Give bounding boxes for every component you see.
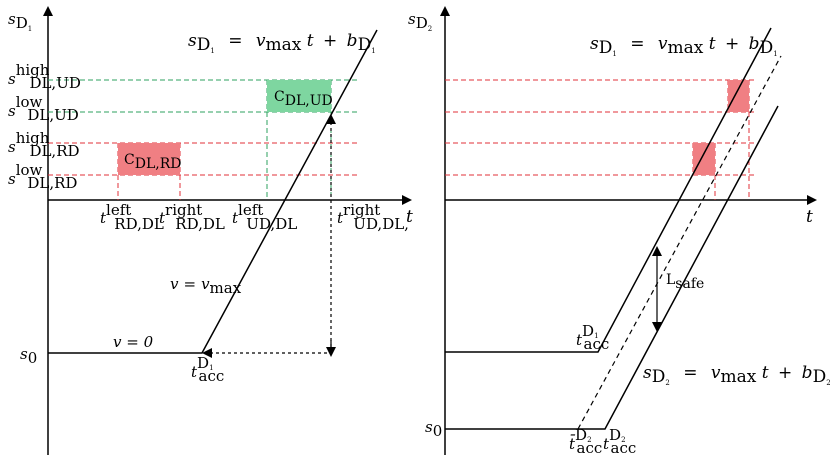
right-tacc-d1-label: tD1acc	[576, 322, 609, 353]
vehicle-d1-trajectory	[48, 29, 378, 354]
vehicle-d2-virtual-trajectory	[577, 55, 782, 430]
right-tacc-d2-label: tD2acc	[603, 426, 636, 457]
right-s0-label: s0	[425, 418, 442, 440]
left-y-axis-label: sD1	[8, 10, 32, 33]
box-c-dl-rd-label: CDL,RD	[124, 152, 181, 172]
right-equation-top: sD1 = vmax t + bD1	[590, 34, 778, 61]
vehicle-d2-trajectory	[445, 105, 779, 430]
right-equation-bottom: sD2 = vmax t + bD2	[643, 363, 830, 390]
left-tacc-label: tD1acc	[191, 354, 224, 385]
left-s0-label: s0	[20, 345, 37, 367]
v-max-label: v=vmax	[170, 275, 242, 297]
right-box-upper	[728, 80, 749, 112]
left-equation: sD1 = vmax t + bD1	[188, 31, 376, 58]
lsafe-label: Lsafe	[666, 272, 704, 292]
vehicle-d1-trajectory-right	[445, 27, 772, 353]
right-panel: Lsafe sD2 t sD1 = vmax t + bD1 sD2 = vma…	[408, 6, 830, 457]
box-c-dl-ud-label: CDL,UD	[274, 89, 333, 109]
right-box-lower	[693, 143, 715, 175]
box-c-dl-rd	[118, 143, 180, 175]
v-zero-label: v = 0	[113, 333, 154, 351]
right-y-axis-label: sD2	[408, 10, 432, 33]
right-x-axis-label: t	[806, 207, 813, 227]
left-x-axis-label: t	[406, 207, 413, 227]
right-tacc-bar-d2-label: t̄D2acc	[569, 426, 602, 457]
box-c-dl-ud	[267, 80, 331, 112]
